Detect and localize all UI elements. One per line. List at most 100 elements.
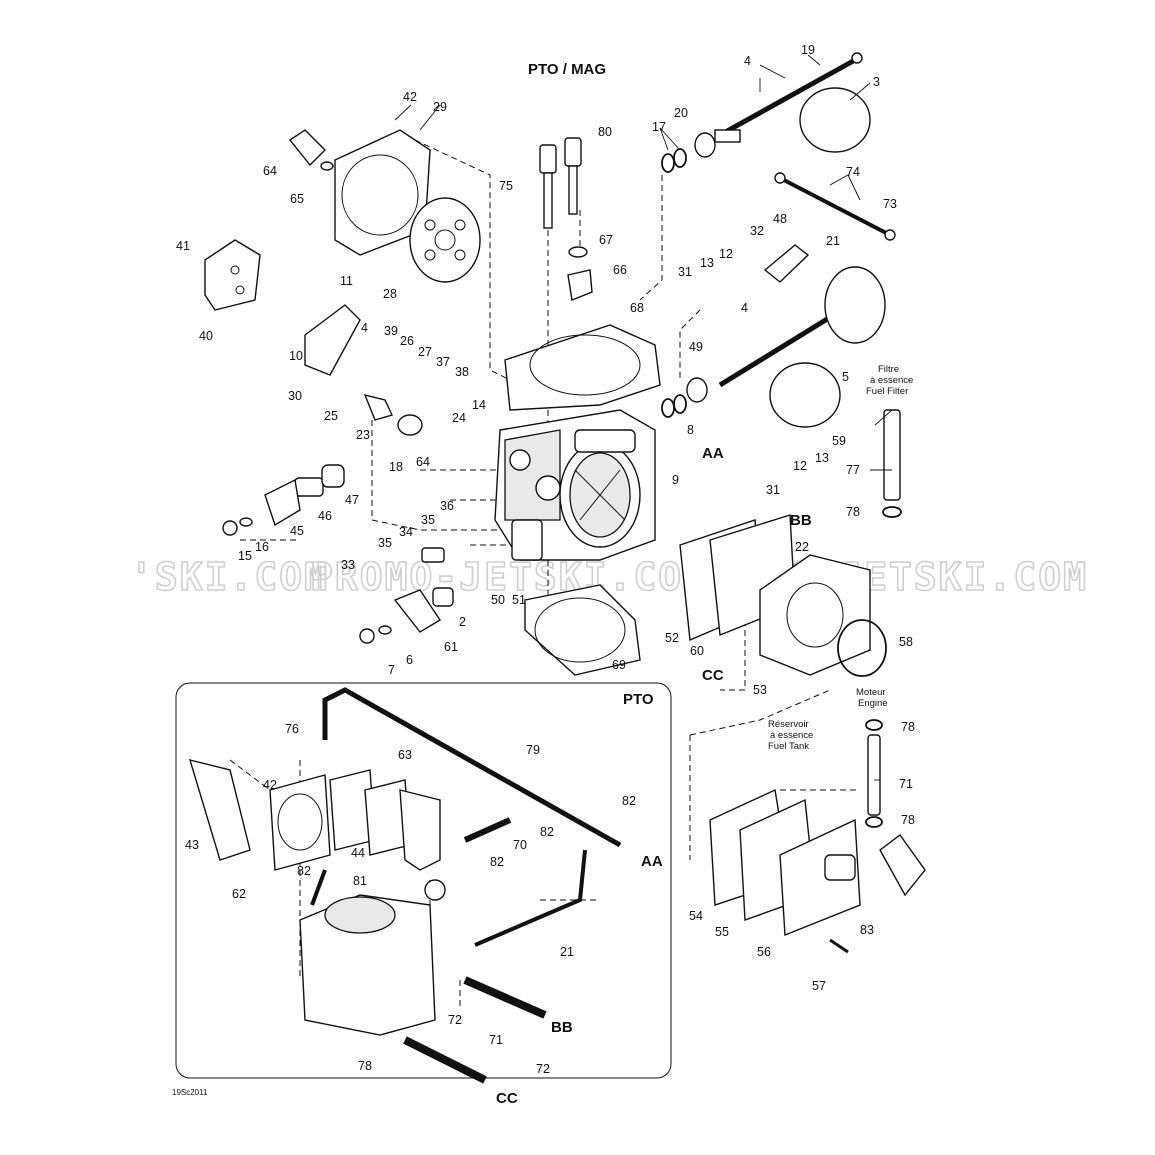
callout-63: 63 — [398, 748, 412, 762]
callout-20: 20 — [674, 106, 688, 120]
callout-23: 23 — [356, 428, 370, 442]
callout-8: 8 — [687, 423, 694, 437]
callout-4: 4 — [744, 54, 751, 68]
o-ring-8 — [661, 398, 675, 418]
callout-22: 22 — [795, 540, 809, 554]
callout-6: 6 — [406, 653, 413, 667]
callout-31: 31 — [678, 265, 692, 279]
note-fuel-filter: Fuel Filter — [866, 386, 908, 397]
callout-30: 30 — [288, 389, 302, 403]
o-ring-17b — [673, 148, 687, 168]
o-ring-58 — [837, 619, 887, 677]
o-ring-8b — [673, 394, 687, 414]
callout-16: 16 — [255, 540, 269, 554]
callout-2: 2 — [459, 615, 466, 629]
fuel-pump-22 — [679, 514, 871, 676]
link-end — [884, 229, 896, 241]
callout-39: 39 — [384, 324, 398, 338]
callout-82b: 82 — [540, 825, 554, 839]
callout-81: 81 — [353, 874, 367, 888]
clamp-78c — [865, 816, 883, 828]
carburetor-body — [494, 409, 656, 561]
callout-12b: 12 — [793, 459, 807, 473]
callout-44: 44 — [351, 846, 365, 860]
clip-66 — [567, 269, 593, 301]
callout-9: 9 — [672, 473, 679, 487]
pump-cover-56 — [709, 788, 861, 937]
callout-40: 40 — [199, 329, 213, 343]
callout-82c: 82 — [490, 855, 504, 869]
connector-bb: BB — [790, 512, 812, 529]
callout-71: 71 — [489, 1033, 503, 1047]
diagram-code: 19Sc2011 — [172, 1088, 208, 1097]
connector-bb-inset: BB — [551, 1019, 573, 1036]
note-engine: Engine — [858, 698, 888, 709]
main-heading: PTO / MAG — [528, 61, 606, 78]
washer-16 — [239, 517, 253, 527]
callout-18: 18 — [389, 460, 403, 474]
callout-66: 66 — [613, 263, 627, 277]
bushing-49 — [686, 377, 708, 403]
callout-60: 60 — [690, 644, 704, 658]
callout-24: 24 — [452, 411, 466, 425]
shaft-21 — [718, 266, 886, 388]
callout-47: 47 — [345, 493, 359, 507]
callout-70: 70 — [513, 838, 527, 852]
callout-59: 59 — [832, 434, 846, 448]
needle-23 — [363, 393, 393, 421]
note-fuel-filter: Filtre — [878, 364, 899, 375]
note-fuel-tank: Réservoir — [768, 719, 809, 730]
callout-31b: 31 — [766, 483, 780, 497]
callout-35b: 35 — [378, 536, 392, 550]
callout-10: 10 — [289, 349, 303, 363]
bracket-83 — [879, 834, 926, 897]
callout-32: 32 — [750, 224, 764, 238]
callout-36: 36 — [440, 499, 454, 513]
lever-45 — [264, 478, 301, 527]
callout-5: 5 — [842, 370, 849, 384]
washer-6 — [378, 625, 392, 635]
callout-82: 82 — [622, 794, 636, 808]
callout-79: 79 — [526, 743, 540, 757]
callout-38: 38 — [455, 365, 469, 379]
watermark-text: PROMO-JETSKI.COM — [310, 555, 708, 599]
link-end — [774, 172, 786, 184]
callout-14: 14 — [472, 398, 486, 412]
callout-37: 37 — [436, 355, 450, 369]
callout-73: 73 — [883, 197, 897, 211]
connector-aa-inset: AA — [641, 853, 663, 870]
callout-75: 75 — [499, 179, 513, 193]
watermark-text: 'SKI.COM — [130, 555, 329, 599]
bracket-64 — [288, 129, 326, 167]
pto-inset-frame — [175, 682, 672, 1079]
callout-77: 77 — [846, 463, 860, 477]
needle-32 — [763, 244, 810, 283]
callout-65: 65 — [290, 192, 304, 206]
bushing-20 — [694, 132, 716, 158]
callout-15: 15 — [238, 549, 252, 563]
callout-50: 50 — [491, 593, 505, 607]
callout-28: 28 — [383, 287, 397, 301]
callout-42: 42 — [403, 90, 417, 104]
callout-29: 29 — [433, 100, 447, 114]
inset-heading: PTO — [623, 691, 654, 708]
callout-17: 17 — [652, 120, 666, 134]
callout-4c: 4 — [361, 321, 368, 335]
callout-69: 69 — [612, 658, 626, 672]
callout-78: 78 — [846, 505, 860, 519]
plate-30 — [304, 304, 361, 376]
gasket-68 — [504, 324, 661, 411]
plate-5 — [769, 362, 841, 428]
callout-56: 56 — [757, 945, 771, 959]
callout-21: 21 — [826, 234, 840, 248]
screw-57 — [829, 938, 849, 954]
callout-48: 48 — [773, 212, 787, 226]
callout-53: 53 — [753, 683, 767, 697]
callout-52: 52 — [665, 631, 679, 645]
callout-43: 43 — [185, 838, 199, 852]
callout-51: 51 — [512, 593, 526, 607]
callout-76: 76 — [285, 722, 299, 736]
callout-72: 72 — [448, 1013, 462, 1027]
gasket-69 — [524, 584, 641, 676]
diaphragm-28 — [409, 197, 481, 283]
